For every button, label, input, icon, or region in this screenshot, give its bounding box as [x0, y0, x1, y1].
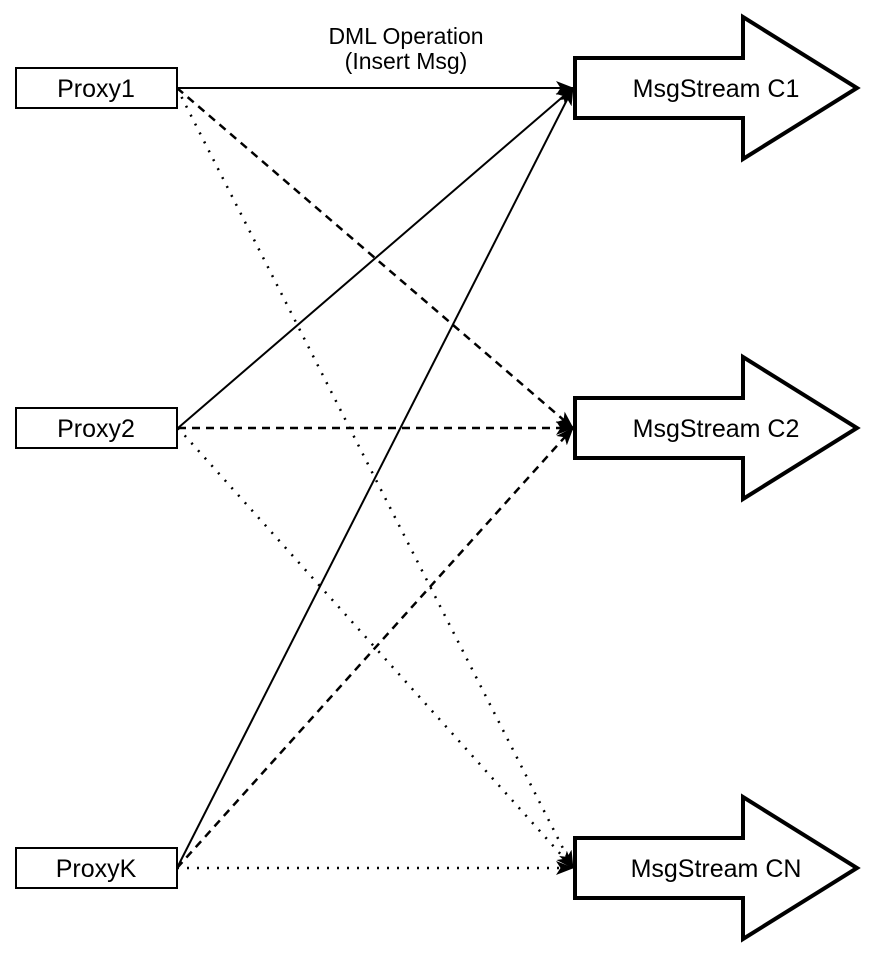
- proxyk-label: ProxyK: [56, 855, 137, 883]
- msgstream-c1-node: MsgStream C1: [573, 13, 861, 163]
- proxy2-label: Proxy2: [57, 415, 135, 443]
- proxy1-label: Proxy1: [57, 75, 135, 103]
- edge-proxy2-to-c1: [177, 87, 574, 429]
- edge-proxyk-to-c2: [176, 427, 574, 869]
- edge-proxyk-to-c1: [176, 87, 574, 869]
- proxyk-box: [15, 847, 178, 889]
- proxyk-node: ProxyK: [15, 847, 178, 889]
- proxy1-box: [15, 67, 178, 109]
- msgstream-c2-arrow: [573, 353, 861, 503]
- msgstream-c1-arrow: [573, 13, 861, 163]
- msgstream-cn-label: MsgStream CN: [631, 855, 802, 883]
- edge-proxy1-to-c2: [176, 87, 574, 429]
- dml-operation-label-line2: (Insert Msg): [345, 48, 468, 74]
- msgstream-cn-node: MsgStream CN: [573, 793, 861, 943]
- proxy2-node: Proxy2: [15, 407, 178, 449]
- msgstream-c2-label: MsgStream C2: [633, 415, 800, 443]
- msgstream-c2-node: MsgStream C2: [573, 353, 861, 503]
- proxy2-box: [15, 407, 178, 449]
- dml-operation-label-line1: DML Operation: [328, 23, 483, 49]
- msgstream-cn-arrow: [573, 793, 861, 943]
- proxy1-node: Proxy1: [15, 67, 178, 109]
- msgstream-c1-label: MsgStream C1: [633, 75, 800, 103]
